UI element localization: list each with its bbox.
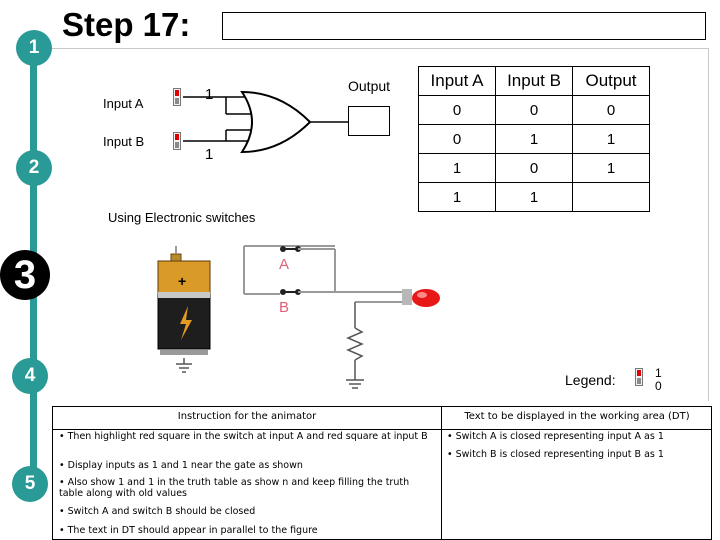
header-input-a: Input A (418, 66, 496, 96)
switch-on-square (175, 134, 179, 140)
table-cell: 0 (418, 95, 496, 125)
switch-b-label: B (279, 299, 289, 316)
list-item: • Switch A is closed representing input … (447, 431, 664, 442)
table-cell (572, 182, 650, 212)
table-cell: 0 (495, 95, 573, 125)
step-4-marker[interactable]: 4 (12, 358, 48, 394)
resistor-icon (346, 327, 364, 361)
header-input-b: Input B (495, 66, 573, 96)
table-cell: 1 (418, 153, 496, 183)
truth-table: Input A Input B Output 0 0 0 0 1 1 1 0 1… (418, 66, 650, 212)
dt-text-header: Text to be displayed in the working area… (464, 411, 690, 422)
ground-icon (176, 363, 192, 373)
truth-table-header: Input A Input B Output (418, 66, 650, 96)
output-label: Output (348, 78, 391, 94)
table-cell: 1 (572, 124, 650, 154)
legend-value-0: 0 (655, 379, 662, 393)
table-cell: 0 (572, 95, 650, 125)
table-cell: 1 (495, 124, 573, 154)
input-a-switch[interactable] (173, 88, 181, 106)
table-row: 1 0 1 (418, 153, 650, 183)
input-b-switch[interactable] (173, 132, 181, 150)
input-b-label: Input B (103, 134, 145, 149)
legend-label: Legend: (565, 372, 616, 388)
or-gate-diagram (183, 90, 348, 154)
instruction-table: Instruction for the animator Text to be … (52, 406, 712, 540)
column-divider (441, 407, 442, 539)
title-box (222, 12, 706, 40)
list-item: • Then highlight red square in the switc… (59, 431, 428, 442)
step-2-marker[interactable]: 2 (16, 150, 52, 186)
input-a-label: Input A (103, 96, 144, 111)
step-3-marker[interactable]: 3 (0, 250, 50, 300)
input-b-value: 1 (205, 146, 214, 163)
list-item: • Switch A and switch B should be closed (59, 506, 256, 517)
input-a-value: 1 (205, 86, 214, 103)
legend-value-1: 1 (655, 366, 662, 380)
legend-switch-icon (635, 368, 643, 386)
step-1-marker[interactable]: 1 (16, 30, 52, 66)
table-cell: 0 (418, 124, 496, 154)
table-row: 0 0 0 (418, 95, 650, 125)
output-box (348, 106, 390, 136)
table-cell: 0 (495, 153, 573, 183)
or-gate-symbol (240, 90, 312, 154)
switch-off-square (175, 98, 179, 104)
table-row: 0 1 1 (418, 124, 650, 154)
step-5-marker[interactable]: 5 (12, 466, 48, 502)
table-cell: 1 (418, 182, 496, 212)
header-divider (53, 429, 711, 430)
header-output: Output (572, 66, 650, 96)
ground-icon (346, 379, 364, 389)
switch-circuit-diagram: + A B (157, 245, 440, 389)
battery-plus-sign: + (178, 273, 186, 289)
led-icon (402, 289, 440, 307)
list-item: • Also show 1 and 1 in the truth table a… (59, 477, 410, 499)
battery-icon (157, 253, 211, 355)
table-cell: 1 (495, 182, 573, 212)
page-title: Step 17: (62, 6, 191, 43)
table-row: 1 1 (418, 182, 650, 212)
working-area (52, 48, 709, 401)
list-item: • Display inputs as 1 and 1 near the gat… (59, 460, 303, 471)
switch-on-square (175, 90, 179, 96)
list-item: • Switch B is closed representing input … (447, 449, 664, 460)
list-item: • The text in DT should appear in parall… (59, 525, 318, 536)
switch-a-label: A (279, 256, 289, 273)
circuit-caption: Using Electronic switches (108, 210, 256, 225)
animator-instructions-header: Instruction for the animator (177, 411, 317, 422)
table-cell: 1 (572, 153, 650, 183)
switch-off-square (175, 142, 179, 148)
